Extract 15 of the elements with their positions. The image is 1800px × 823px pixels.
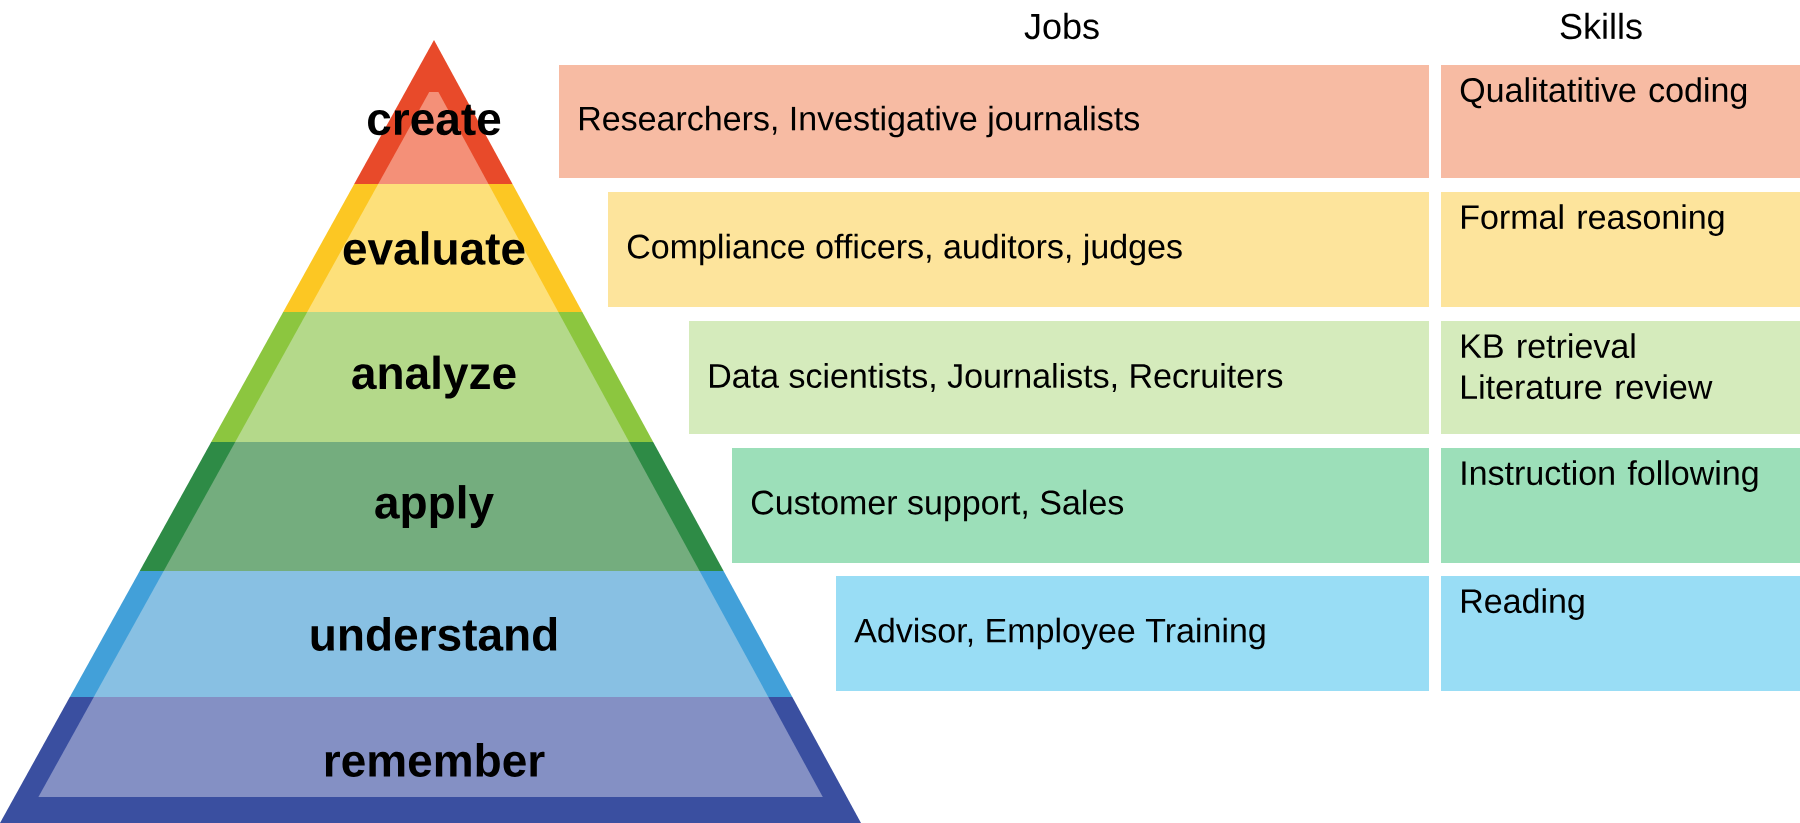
skill-box: Reading bbox=[1441, 576, 1800, 691]
pyramid-band: analyze bbox=[211, 312, 654, 442]
skill-box: Formal reasoning bbox=[1441, 192, 1800, 307]
job-box: Researchers, Investigative journalists bbox=[559, 65, 1429, 178]
pyramid-band: apply bbox=[139, 442, 724, 571]
skill-box: KB retrieval Literature review bbox=[1441, 321, 1800, 434]
skill-box: Instruction following bbox=[1441, 448, 1800, 563]
pyramid-band: remember bbox=[0, 697, 861, 823]
pyramid-band: evaluate bbox=[283, 184, 583, 312]
job-box: Data scientists, Journalists, Recruiters bbox=[689, 321, 1429, 434]
pyramid-band: understand bbox=[69, 571, 793, 697]
job-box: Compliance officers, auditors, judges bbox=[608, 192, 1429, 307]
skill-box: Qualitatitive coding bbox=[1441, 65, 1800, 178]
job-box: Advisor, Employee Training bbox=[836, 576, 1429, 691]
job-box: Customer support, Sales bbox=[732, 448, 1429, 563]
